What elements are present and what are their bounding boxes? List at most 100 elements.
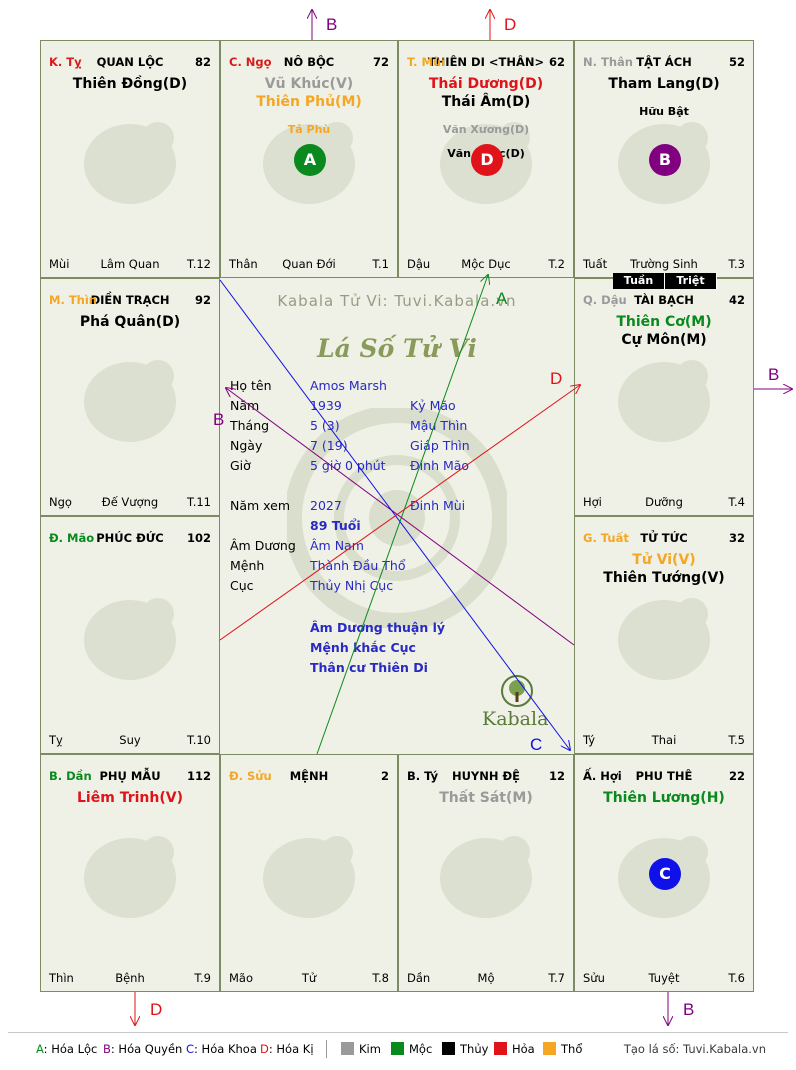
palace-name: TÀI BẠCH <box>634 293 694 307</box>
zodiac-animal-icon <box>70 340 190 464</box>
palace-month: T.5 <box>728 733 745 747</box>
label-d-top: D <box>504 15 516 34</box>
info-key: Tháng <box>230 418 270 433</box>
major-star: Cự Môn(M) <box>621 332 707 348</box>
palace-score: 112 <box>186 769 211 783</box>
info-value: 5 giờ 0 phút <box>310 458 386 473</box>
palace-month: T.8 <box>372 971 389 985</box>
palace-branch: Thân <box>229 257 258 271</box>
palace-month: T.10 <box>187 733 211 747</box>
kabala-tree-icon <box>501 675 533 707</box>
palace-month: T.7 <box>548 971 565 985</box>
palace-trang-sinh: Tử <box>301 971 317 985</box>
info-value-can-chi: Đinh Mùi <box>410 498 466 513</box>
major-star: Thất Sát(M) <box>439 790 533 806</box>
center-panel: Kabala Tử Vi: Tuvi.Kabala.vn Lá Số Tử Vi… <box>220 278 574 754</box>
info-key: Giờ <box>230 458 251 473</box>
palace-can: Đ. Sửu <box>229 769 272 783</box>
palace-month: T.3 <box>728 257 745 271</box>
palace-can: Q. Dậu <box>583 293 627 307</box>
label-d-bottom: D <box>150 1000 162 1019</box>
major-star: Liêm Trinh(V) <box>77 790 183 806</box>
info-key: Họ tên <box>230 378 272 393</box>
info-value: Thành Đầu Thổ <box>310 558 406 573</box>
palace-name: PHÚC ĐỨC <box>96 531 164 545</box>
info-value-can-chi: Giáp Thìn <box>410 438 470 453</box>
palace-score: 12 <box>548 769 565 783</box>
info-note: Thân cư Thiên Di <box>310 660 428 675</box>
info-note: Âm Dương thuận lý <box>310 620 446 635</box>
info-key: Năm <box>230 398 260 413</box>
legend-hoa: A: Hóa Lộc <box>36 1042 98 1056</box>
label-b-top: B <box>326 15 337 34</box>
element-swatch <box>341 1042 354 1055</box>
info-value: Amos Marsh <box>310 378 387 393</box>
palace-can: Ấ. Hợi <box>583 769 622 783</box>
hoa-marker-d: D <box>471 144 503 176</box>
major-star: Tham Lang(D) <box>608 76 720 92</box>
legend-hoa: B: Hóa Quyền <box>103 1042 183 1056</box>
center-logo: Kabala <box>482 708 549 730</box>
info-note: Mệnh khắc Cục <box>310 640 416 655</box>
palace-score: 72 <box>372 55 389 69</box>
palace-branch: Tỵ <box>49 733 63 747</box>
info-value: Thủy Nhị Cục <box>310 578 394 593</box>
minor-star: Văn Xương(D) <box>442 123 530 136</box>
legend-separator <box>326 1040 327 1058</box>
palace-month: T.9 <box>194 971 211 985</box>
legend-element: Thổ <box>543 1042 582 1056</box>
info-key: Ngày <box>230 438 263 453</box>
palace-branch: Dần <box>407 971 431 985</box>
palace-name: HUYNH ĐỆ <box>451 769 521 783</box>
palace-score: 22 <box>728 769 745 783</box>
legend-element: Hỏa <box>494 1042 535 1056</box>
major-star: Vũ Khúc(V) <box>264 76 354 92</box>
palace-branch: Hợi <box>583 495 602 509</box>
hoa-marker-c: C <box>649 858 681 890</box>
legend-credit[interactable]: Tạo lá số: Tuvi.Kabala.vn <box>623 1042 766 1056</box>
info-value-can-chi: Kỷ Mão <box>410 398 456 413</box>
info-key: Cục <box>230 578 254 593</box>
palace-branch: Thìn <box>49 971 74 985</box>
zodiac-animal-icon <box>70 102 190 226</box>
element-swatch <box>543 1042 556 1055</box>
palace-month: T.2 <box>548 257 565 271</box>
palace-name: THIÊN DI <THÂN> <box>427 55 545 69</box>
palace-trang-sinh: Bệnh <box>115 971 145 985</box>
info-value-can-chi: Mậu Thìn <box>410 418 468 433</box>
minor-star: Hữu Bật <box>639 105 689 118</box>
tuan-label: Tuần <box>613 273 665 289</box>
palace-can: K. Tỵ <box>49 55 82 69</box>
palace-can: T. Mùi <box>407 55 446 69</box>
info-key: Mệnh <box>230 558 265 573</box>
palace-month: T.12 <box>187 257 211 271</box>
legend-divider <box>8 1032 788 1033</box>
palace-trang-sinh: Thai <box>651 733 677 747</box>
palace-can: B. Dần <box>49 769 92 783</box>
palace-trang-sinh: Quan Đới <box>282 257 336 271</box>
palace-score: 52 <box>728 55 745 69</box>
palace-branch: Sửu <box>583 971 605 985</box>
palace-month: T.6 <box>728 971 745 985</box>
palace-branch: Mùi <box>49 257 70 271</box>
palace-name: TỬ TỨC <box>640 531 688 545</box>
palace-branch: Ngọ <box>49 495 72 509</box>
palace-trang-sinh: Mộc Dục <box>461 257 511 271</box>
zodiac-animal-icon <box>604 340 724 464</box>
triet-label: Triệt <box>665 273 717 289</box>
palace-name: ĐIỀN TRẠCH <box>90 293 170 307</box>
legend-hoa: C: Hóa Khoa <box>186 1042 257 1056</box>
info-value: 2027 <box>310 498 342 513</box>
palace-can: C. Ngọ <box>229 55 272 69</box>
info-key: Năm xem <box>230 498 291 513</box>
info-value: 5 (3) <box>310 418 340 433</box>
info-value: 7 (19) <box>310 438 348 453</box>
zodiac-animal-icon <box>426 816 546 940</box>
zodiac-animal-icon <box>70 816 190 940</box>
palace-branch: Mão <box>229 971 254 985</box>
legend-element: Mộc <box>391 1042 432 1056</box>
palace-name: PHU THÊ <box>635 769 693 783</box>
